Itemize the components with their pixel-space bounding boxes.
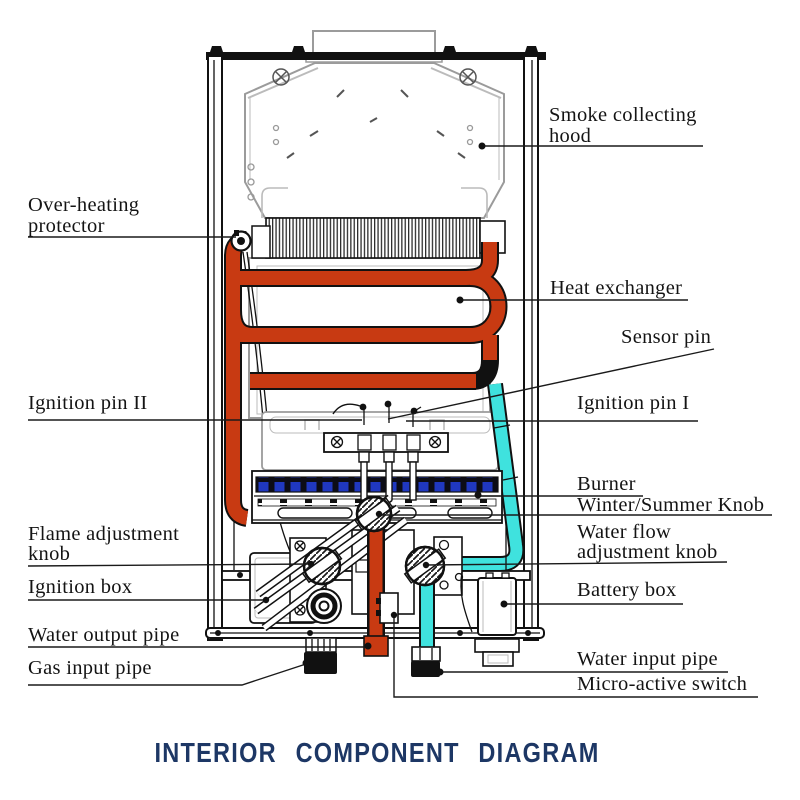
label-water-input: Water input pipe <box>577 648 718 670</box>
label-winter-summer: Winter/Summer Knob <box>577 494 764 516</box>
label-burner: Burner <box>577 473 636 495</box>
top-rail <box>206 52 546 60</box>
water-output-pipe-shape <box>363 520 389 657</box>
igniter-shape <box>306 588 342 624</box>
label-water-output: Water output pipe <box>28 624 179 646</box>
label-smoke-hood-1: Smoke collecting <box>549 104 697 126</box>
battery-box-shape <box>454 571 520 667</box>
label-smoke-hood-2: hood <box>549 125 591 147</box>
label-ignition-pin-1: Ignition pin I <box>577 392 689 414</box>
fin-block <box>265 217 481 259</box>
smoke-hood-shape <box>244 62 505 219</box>
overheat-protector-shape <box>230 225 271 259</box>
cabinet-frame <box>205 30 546 641</box>
label-water-flow-2: adjustment knob <box>577 541 718 563</box>
top-screws <box>210 46 538 52</box>
label-sensor-pin: Sensor pin <box>621 326 711 348</box>
winter-summer-knob-shape <box>354 495 394 533</box>
diagram-title-group: INTERIOR COMPONENT DIAGRAM <box>154 738 599 768</box>
hood-holes <box>247 124 474 201</box>
water-inlet-fitting <box>411 661 440 677</box>
page-title: INTERIOR COMPONENT DIAGRAM <box>154 738 599 768</box>
label-gas-input: Gas input pipe <box>28 657 152 679</box>
hood-screw-icon <box>272 68 477 86</box>
side-rails <box>207 55 539 641</box>
labels: Smoke collecting hood Over-heating prote… <box>27 104 772 698</box>
label-ignition-box: Ignition box <box>28 576 132 598</box>
label-flame-knob-1: Flame adjustment <box>28 523 179 545</box>
label-flame-knob-2: knob <box>28 543 70 565</box>
water-input-pipe-shape <box>411 582 441 677</box>
label-overheat-2: protector <box>28 215 105 237</box>
leader-dots <box>262 142 508 676</box>
label-ignition-pin-2: Ignition pin II <box>28 392 148 414</box>
leader-lines <box>27 145 772 698</box>
label-overheat-1: Over-heating <box>28 194 139 216</box>
pins-assembly <box>323 400 449 501</box>
label-battery-box: Battery box <box>577 579 677 601</box>
flame-adjustment-knob-shape <box>301 546 343 586</box>
hood-ticks <box>286 89 466 159</box>
label-heat-exchanger: Heat exchanger <box>550 277 682 299</box>
label-water-flow-1: Water flow <box>577 521 671 543</box>
gas-input-fitting <box>304 637 337 674</box>
label-micro-switch: Micro-active switch <box>577 673 747 695</box>
